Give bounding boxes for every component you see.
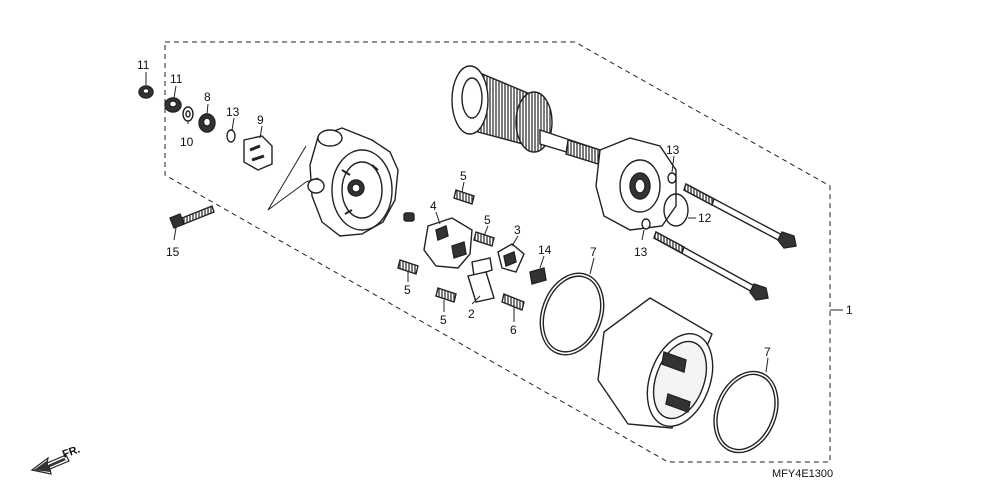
callout-9: 9 — [257, 113, 264, 127]
assembly-boundary — [164, 41, 831, 463]
front-cover — [307, 127, 399, 237]
armature — [451, 65, 601, 165]
o-ring-13c — [641, 218, 651, 230]
brush-6-pin — [403, 212, 415, 222]
bolt-15 — [169, 205, 215, 229]
seal-ring-7b — [713, 370, 779, 454]
callouts: 11 11 8 13 9 10 15 4 5 5 3 14 5 2 5 6 7 … — [137, 58, 853, 359]
callout-11b: 11 — [170, 72, 183, 86]
cover-bolt-guide — [267, 145, 307, 211]
bolt-6 — [501, 293, 525, 311]
callout-1: 1 — [846, 303, 853, 317]
callout-10: 10 — [180, 135, 194, 149]
nut-11a — [138, 85, 154, 99]
callout-3: 3 — [514, 223, 521, 237]
brush-plate-3 — [497, 243, 525, 273]
o-ring-13b — [667, 172, 677, 184]
cover-bolt-guide-2 — [305, 177, 319, 183]
through-bolt-upper — [683, 182, 797, 249]
motor-case — [597, 297, 714, 429]
diagram-code: MFY4E1300 — [772, 468, 833, 480]
rear-cover — [595, 137, 677, 231]
callout-7a: 7 — [590, 245, 597, 259]
callout-5c: 5 — [404, 283, 411, 297]
callout-15: 15 — [166, 245, 180, 259]
washer-10 — [182, 106, 194, 122]
springs-5 — [397, 189, 495, 303]
callout-5b: 5 — [484, 213, 491, 227]
leader-lines — [145, 72, 769, 373]
o-ring-13a — [226, 129, 236, 143]
o-ring-12 — [663, 193, 689, 227]
callout-11a: 11 — [137, 58, 150, 72]
callout-6: 6 — [510, 323, 517, 337]
seal-ring-7a — [539, 272, 605, 356]
callout-12: 12 — [698, 211, 712, 225]
brush-2 — [467, 257, 495, 303]
callout-13b: 13 — [666, 143, 680, 157]
nut-8 — [198, 113, 216, 133]
callout-7b: 7 — [764, 345, 771, 359]
callout-5d: 5 — [440, 313, 447, 327]
callout-13c: 13 — [634, 245, 648, 259]
front-label: FR. — [61, 443, 82, 460]
callout-5a: 5 — [460, 169, 467, 183]
callout-8: 8 — [204, 90, 211, 104]
front-direction-arrow-icon — [30, 454, 70, 475]
callout-14: 14 — [538, 243, 552, 257]
through-bolt-lower — [653, 230, 769, 301]
insulator-9 — [243, 135, 273, 171]
nut-11b — [164, 97, 182, 113]
callout-13a: 13 — [226, 105, 240, 119]
brush-holder-4 — [423, 217, 473, 269]
callout-4: 4 — [430, 199, 437, 213]
callout-2: 2 — [468, 307, 475, 321]
screw-14 — [529, 267, 547, 285]
